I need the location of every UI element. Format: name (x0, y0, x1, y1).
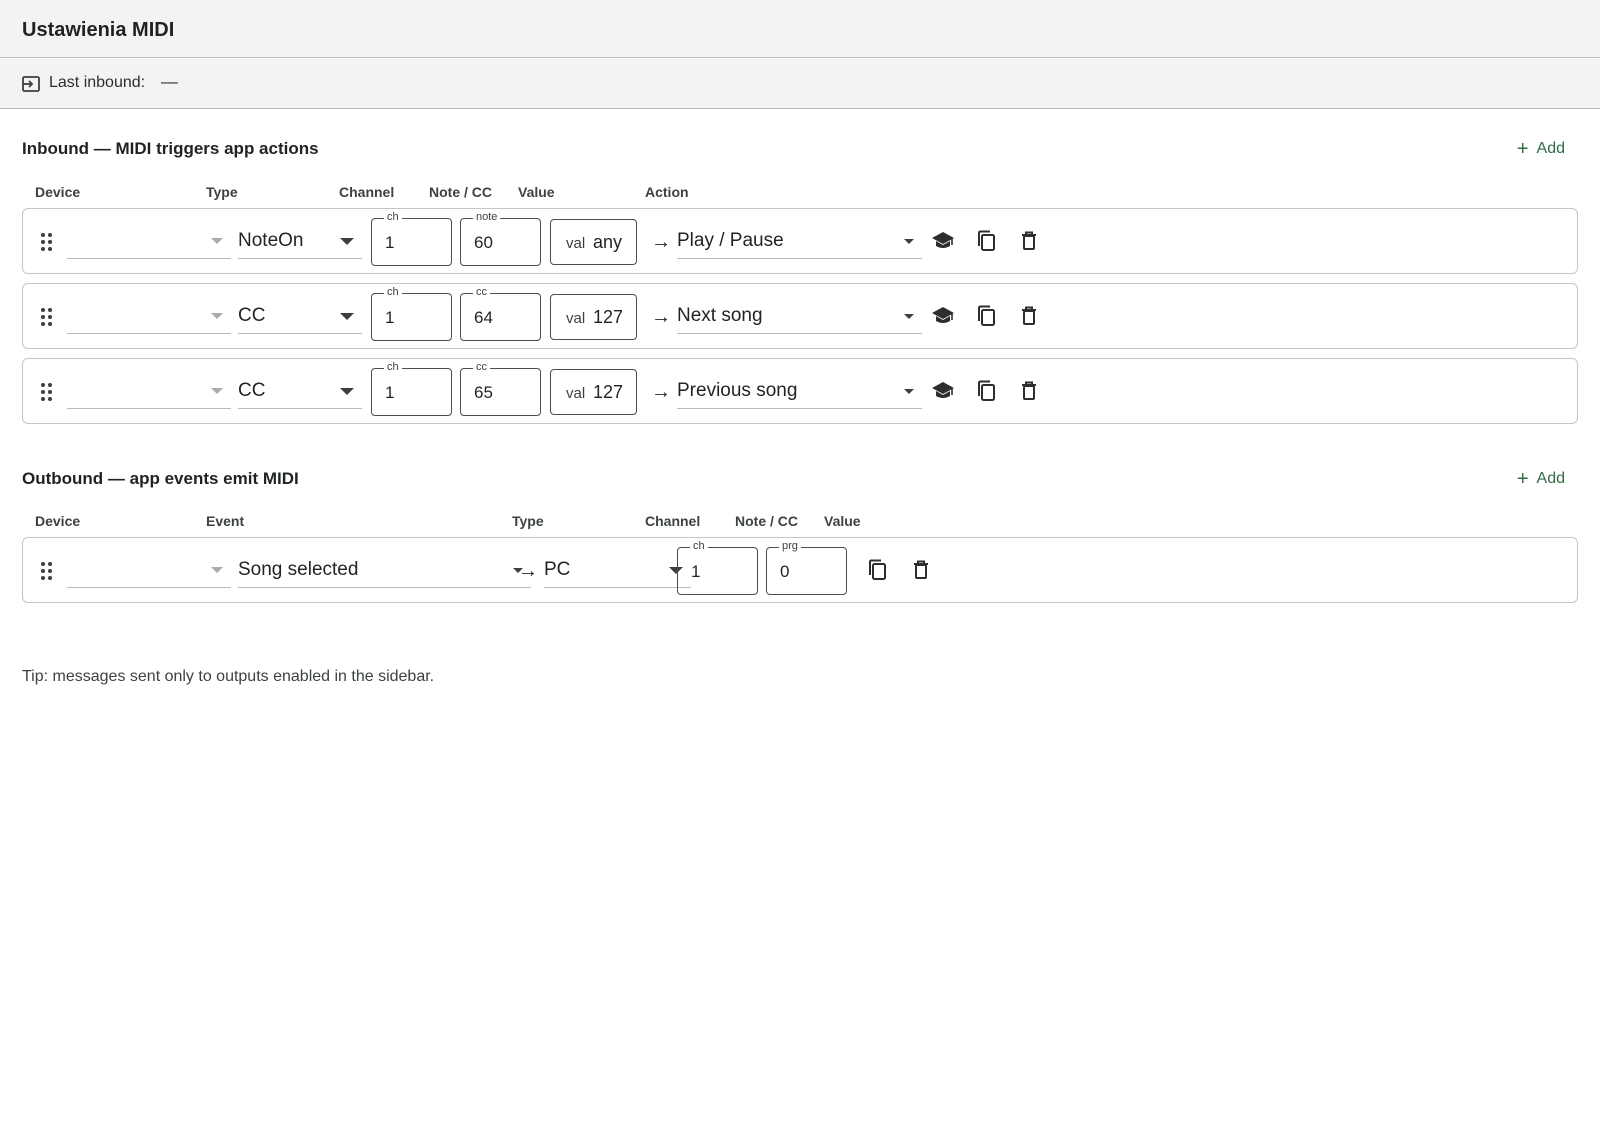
copy-icon[interactable] (974, 304, 998, 328)
copy-icon[interactable] (865, 558, 889, 582)
chevron-down-icon (904, 389, 914, 394)
app-header: Ustawienia MIDI (0, 0, 1600, 58)
inbound-add-label: Add (1536, 140, 1565, 157)
type-select[interactable]: PC (544, 552, 691, 588)
trash-icon[interactable] (1017, 229, 1041, 253)
chevron-down-icon (211, 388, 223, 394)
action-select[interactable]: Previous song (677, 373, 922, 409)
outbound-add-label: Add (1536, 470, 1565, 487)
action-select[interactable]: Play / Pause (677, 223, 922, 259)
device-select[interactable] (67, 298, 231, 334)
chevron-down-icon (340, 238, 354, 245)
inbound-col-value: Value (518, 184, 555, 200)
drag-handle-icon[interactable] (41, 562, 53, 580)
copy-icon[interactable] (974, 229, 998, 253)
outbound-col-note: Note / CC (735, 513, 798, 529)
inbound-add-button[interactable]: + Add (1516, 138, 1565, 160)
arrow-right-icon: → (651, 231, 671, 253)
action-select[interactable]: Next song (677, 298, 922, 334)
chevron-down-icon (513, 568, 523, 573)
page-title: Ustawienia MIDI (22, 19, 175, 41)
device-select[interactable] (67, 223, 231, 259)
outbound-add-button[interactable]: + Add (1516, 468, 1565, 490)
device-select[interactable] (67, 552, 231, 588)
school-icon[interactable] (931, 379, 955, 403)
inbound-col-type: Type (206, 184, 238, 200)
type-select[interactable]: CC (238, 298, 362, 334)
inbound-col-action: Action (645, 184, 689, 200)
drag-handle-icon[interactable] (41, 383, 53, 401)
outbound-col-event: Event (206, 513, 245, 529)
outbound-col-type: Type (512, 513, 544, 529)
chevron-down-icon (904, 239, 914, 244)
chevron-down-icon (669, 567, 683, 574)
trash-icon[interactable] (909, 558, 933, 582)
tip-text: Tip: messages sent only to outputs enabl… (22, 668, 435, 685)
login-icon (22, 76, 40, 92)
school-icon[interactable] (931, 304, 955, 328)
arrow-right-icon: → (651, 306, 671, 328)
arrow-right-icon: → (651, 381, 671, 403)
chevron-down-icon (340, 313, 354, 320)
drag-handle-icon[interactable] (41, 308, 53, 326)
last-inbound-value: — (161, 72, 178, 91)
outbound-section-title: Outbound — app events emit MIDI (22, 469, 299, 488)
plus-icon: + (1516, 138, 1529, 160)
chevron-down-icon (211, 238, 223, 244)
chevron-down-icon (211, 567, 223, 573)
copy-icon[interactable] (974, 379, 998, 403)
plus-icon: + (1516, 468, 1529, 490)
type-select[interactable]: CC (238, 373, 362, 409)
last-inbound-bar: Last inbound: — (0, 59, 1600, 109)
inbound-col-device: Device (35, 184, 81, 200)
arrow-right-icon: → (518, 560, 538, 582)
chevron-down-icon (904, 314, 914, 319)
inbound-col-channel: Channel (339, 184, 395, 200)
event-select[interactable]: Song selected (238, 552, 531, 588)
device-select[interactable] (67, 373, 231, 409)
last-inbound-label: Last inbound: (49, 74, 146, 91)
outbound-col-device: Device (35, 513, 81, 529)
inbound-col-note: Note / CC (429, 184, 492, 200)
chevron-down-icon (340, 388, 354, 395)
inbound-section-title: Inbound — MIDI triggers app actions (22, 139, 319, 158)
chevron-down-icon (211, 313, 223, 319)
school-icon[interactable] (931, 229, 955, 253)
trash-icon[interactable] (1017, 304, 1041, 328)
type-select[interactable]: NoteOn (238, 223, 362, 259)
outbound-col-channel: Channel (645, 513, 701, 529)
trash-icon[interactable] (1017, 379, 1041, 403)
drag-handle-icon[interactable] (41, 233, 53, 251)
outbound-col-value: Value (824, 513, 861, 529)
